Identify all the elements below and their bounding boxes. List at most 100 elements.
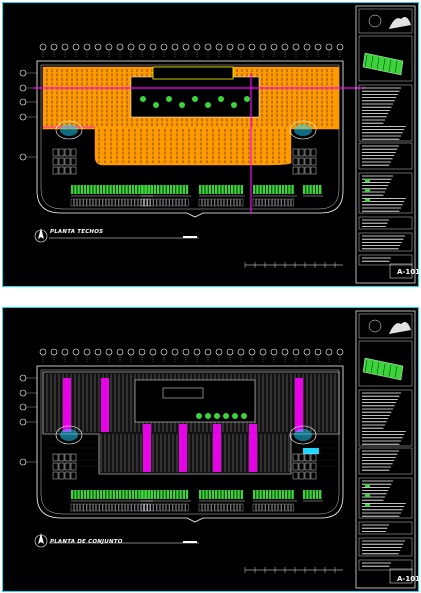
parking-stall <box>134 198 138 207</box>
parking-stall-green <box>138 490 141 499</box>
grid-marker-column <box>215 348 223 356</box>
grid-marker-column <box>83 348 91 356</box>
parking-stall-green <box>182 185 185 194</box>
grid-marker-column <box>325 43 333 51</box>
parking-stall-green <box>115 490 119 499</box>
parking-stall <box>70 148 77 157</box>
parking-stall <box>144 503 147 512</box>
grid-marker-column <box>182 43 190 51</box>
parking-stall <box>275 503 278 512</box>
parking-stall <box>265 503 269 512</box>
parking-stall-green <box>163 490 166 499</box>
parking-stall <box>106 503 109 512</box>
parking-stall-green <box>153 185 157 194</box>
north-arrow-pointer <box>38 533 44 544</box>
grid-marker-column <box>336 348 344 356</box>
parking-stall <box>64 471 71 480</box>
parking-stall-green <box>144 490 147 499</box>
parking-stall-green <box>224 490 227 499</box>
parking-stall <box>58 148 65 157</box>
parking-stall <box>304 157 311 166</box>
parking-stall <box>292 462 299 471</box>
parking-stall <box>292 166 299 175</box>
tree-symbol <box>231 102 237 108</box>
sheet-number: A-101 <box>397 268 420 276</box>
parking-stall <box>237 198 240 207</box>
parking-stall <box>262 198 266 207</box>
grid-marker-column <box>61 348 69 356</box>
shop-bay <box>213 424 221 472</box>
parking-stall <box>259 198 262 207</box>
legend-swatch <box>365 199 370 202</box>
parking-stall-green <box>285 490 288 499</box>
sheet-number: A-101 <box>397 575 420 583</box>
parking-stall <box>70 453 77 462</box>
parking-stall <box>90 198 93 207</box>
parking-stall-green <box>173 185 176 194</box>
tree-symbol <box>140 96 146 102</box>
parking-stall-green <box>205 185 208 194</box>
key-plan-box <box>358 340 413 387</box>
shop-bay <box>63 378 71 432</box>
title-block-section <box>358 172 413 214</box>
legend-swatch <box>365 494 370 497</box>
parking-stall-green <box>208 490 211 499</box>
parking-stall <box>122 503 125 512</box>
parking-stall <box>198 198 202 207</box>
parking-stall-green <box>125 185 128 194</box>
parking-stall <box>292 148 299 157</box>
parking-stall-green <box>185 490 189 499</box>
key-plan-hatch <box>376 57 380 70</box>
grid-marker-column <box>248 43 256 51</box>
parking-stall <box>102 198 106 207</box>
parking-stall-green <box>141 490 144 499</box>
parking-stall <box>221 503 224 512</box>
key-plan-hatch <box>388 364 392 377</box>
parking-stall <box>259 503 262 512</box>
parking-stall-green <box>90 490 93 499</box>
parking-stall <box>64 166 71 175</box>
title-block-section <box>358 559 413 571</box>
logo-mountain <box>389 17 411 29</box>
grid-marker-column <box>193 348 201 356</box>
parking-stall-green <box>303 490 306 499</box>
parking-stall <box>163 503 166 512</box>
grid-marker-column <box>105 43 113 51</box>
grid-marker-column <box>204 348 212 356</box>
parking-stall-green <box>157 490 160 499</box>
landscape-fill <box>294 429 312 441</box>
site-boundary-inner <box>40 64 340 210</box>
grid-marker-column <box>281 43 289 51</box>
grid-marker-row <box>19 403 27 411</box>
parking-stall <box>227 198 231 207</box>
key-plan-box <box>358 35 413 82</box>
parking-stall <box>179 503 182 512</box>
parking-stall <box>292 471 299 480</box>
parking-stall-green <box>253 185 256 194</box>
grid-marker-column <box>226 43 234 51</box>
legend-swatch <box>365 504 370 507</box>
parking-stall <box>70 462 77 471</box>
parking-stall-green <box>122 185 125 194</box>
parking-stall <box>70 471 77 480</box>
parking-stall <box>202 198 205 207</box>
parking-stall-green <box>265 490 269 499</box>
parking-stall-green <box>119 490 122 499</box>
title-block-section <box>358 142 413 170</box>
parking-stall-green <box>231 185 234 194</box>
site-boundary <box>36 365 344 523</box>
parking-stall-green <box>109 185 112 194</box>
parking-stall-green <box>160 185 163 194</box>
parking-stall <box>185 198 189 207</box>
parking-stall <box>208 198 212 207</box>
grid-marker-column <box>127 43 135 51</box>
tree-symbol <box>153 102 159 108</box>
grid-marker-row <box>19 153 27 161</box>
parking-stall <box>292 157 299 166</box>
title-block-section <box>358 477 413 519</box>
parking-stall-green <box>90 185 93 194</box>
parking-stall <box>131 503 135 512</box>
parking-stall <box>202 503 205 512</box>
plan-title: PLANTA TECHOS <box>50 229 104 235</box>
parking-stall-green <box>182 490 185 499</box>
